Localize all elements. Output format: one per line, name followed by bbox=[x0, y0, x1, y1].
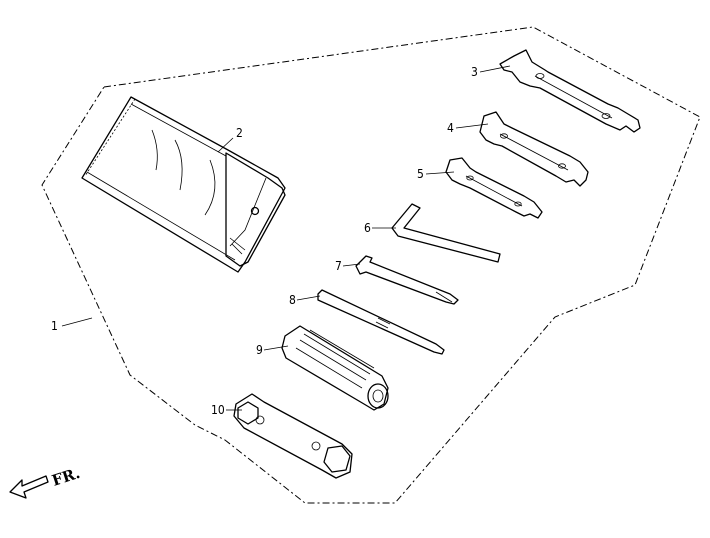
tool-kit-outline bbox=[41, 26, 701, 504]
callout-10: 10 bbox=[211, 403, 225, 417]
screwdriver-handle bbox=[281, 325, 389, 411]
front-direction-label: FR. bbox=[50, 464, 83, 490]
callout-5: 5 bbox=[417, 167, 424, 181]
callout-7: 7 bbox=[335, 259, 342, 273]
hex-key bbox=[391, 203, 501, 263]
wrench-large bbox=[499, 49, 641, 133]
leader-lines bbox=[61, 65, 511, 411]
callout-1: 1 bbox=[51, 319, 58, 333]
bent-screwdriver bbox=[355, 255, 459, 305]
callout-2: 2 bbox=[236, 126, 243, 140]
tool-pouch bbox=[81, 96, 286, 273]
callout-9: 9 bbox=[256, 343, 263, 357]
callout-4: 4 bbox=[447, 121, 454, 135]
callout-8: 8 bbox=[289, 293, 296, 307]
front-direction-arrow bbox=[9, 475, 49, 499]
wrench-medium bbox=[479, 111, 589, 187]
screwdriver bbox=[317, 289, 445, 355]
callout-3: 3 bbox=[471, 65, 478, 79]
socket-wrench bbox=[233, 393, 353, 479]
wrench-small bbox=[445, 157, 543, 219]
callout-6: 6 bbox=[364, 221, 371, 235]
